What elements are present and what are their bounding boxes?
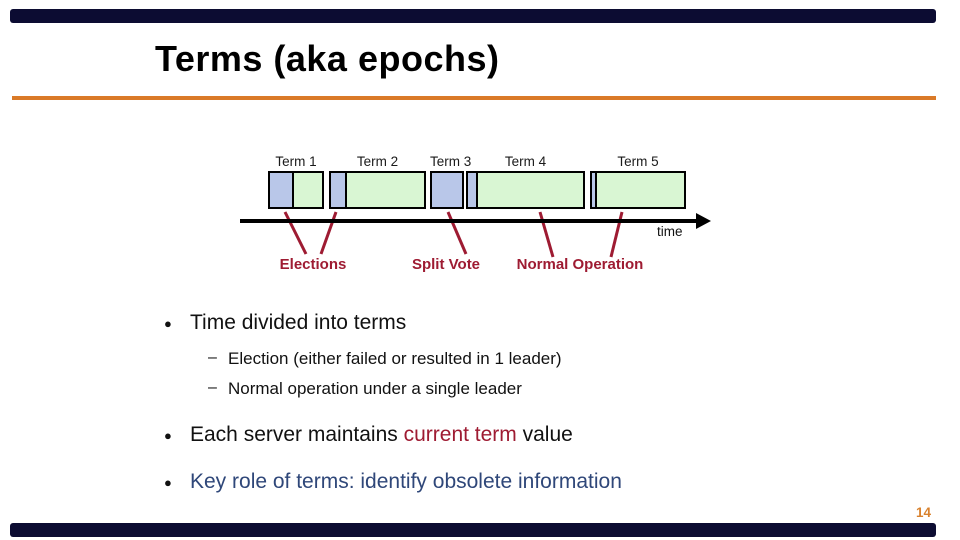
- term-group: Term 3: [430, 154, 472, 209]
- term-box: [430, 171, 464, 209]
- bullet-current-term: ● Each server maintains current term val…: [164, 423, 573, 447]
- page-number: 14: [915, 505, 931, 520]
- term-label: Term 3: [430, 154, 472, 169]
- time-axis-label: time: [657, 224, 683, 239]
- election-segment: [270, 173, 294, 207]
- bullet-current-term-pre: Each server maintains: [190, 423, 404, 446]
- time-axis-arrowhead: [696, 213, 711, 229]
- normal-operation-segment: [294, 173, 322, 207]
- term-box: [268, 171, 324, 209]
- subbullet-election-text: Election (either failed or resulted in 1…: [228, 349, 562, 368]
- term-group: Term 2: [329, 154, 426, 209]
- election-segment: [432, 173, 462, 207]
- bullet-key-role: ● Key role of terms: identify obsolete i…: [164, 470, 622, 494]
- term-box: [329, 171, 426, 209]
- normal-operation-segment: [347, 173, 424, 207]
- dash-icon: –: [208, 379, 217, 396]
- annotation-elections: Elections: [279, 256, 347, 273]
- bullet-time-divided-text: Time divided into terms: [190, 311, 407, 334]
- normal-operation-segment: [597, 173, 684, 207]
- term-label: Term 4: [504, 154, 547, 169]
- term-label: Term 1: [275, 154, 317, 169]
- dash-icon: –: [208, 349, 217, 366]
- term-group: Term 4: [466, 154, 585, 209]
- annotation-split-vote: Split Vote: [411, 256, 481, 273]
- election-segment: [331, 173, 347, 207]
- top-bar-decoration: [10, 9, 936, 23]
- election-segment: [592, 173, 597, 207]
- term-box: [590, 171, 686, 209]
- bullet-current-term-post: value: [516, 423, 573, 446]
- bullet-key-role-text: Key role of terms: identify obsolete inf…: [190, 470, 622, 493]
- term-label: Term 5: [617, 154, 659, 169]
- term-box: [466, 171, 585, 209]
- current-term-highlight: current term: [403, 423, 517, 446]
- term-group: Term 1: [268, 154, 324, 209]
- subbullet-normal-operation-text: Normal operation under a single leader: [228, 379, 522, 398]
- annotation-normal-operation: Normal Operation: [516, 256, 644, 273]
- election-segment: [468, 173, 478, 207]
- normal-operation-segment: [478, 173, 583, 207]
- subbullet-election: – Election (either failed or resulted in…: [208, 349, 562, 369]
- term-group: Term 5: [590, 154, 686, 209]
- title-rule: [12, 96, 936, 100]
- bullet-time-divided: ● Time divided into terms: [164, 311, 407, 335]
- bullet-dot-icon: ●: [164, 428, 172, 443]
- time-axis: [240, 219, 698, 223]
- slide-title: Terms (aka epochs): [155, 38, 500, 79]
- bottom-bar-decoration: [10, 523, 936, 537]
- bullet-dot-icon: ●: [164, 475, 172, 490]
- term-label: Term 2: [356, 154, 399, 169]
- bullet-dot-icon: ●: [164, 316, 172, 331]
- subbullet-normal-operation: – Normal operation under a single leader: [208, 379, 522, 399]
